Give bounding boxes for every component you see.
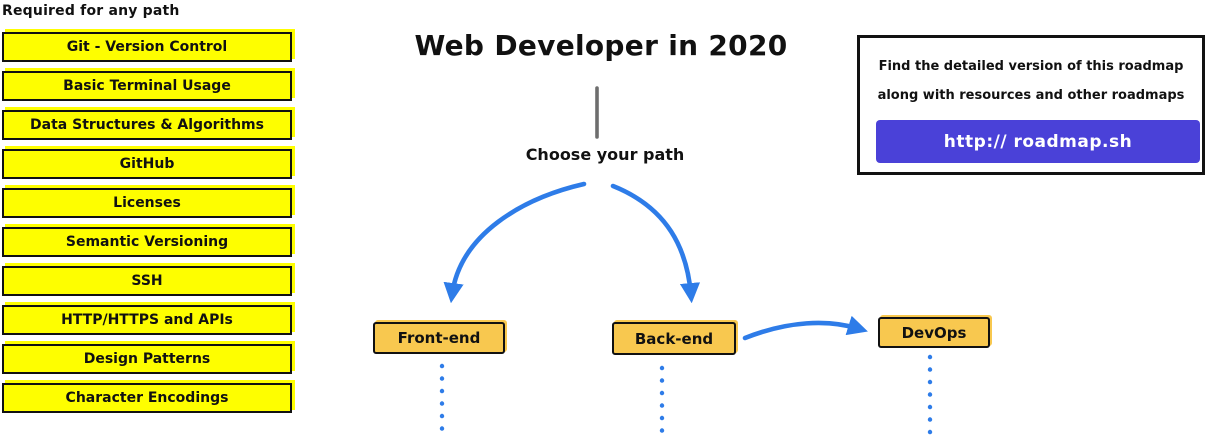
roadmap-url-button[interactable]: http:// roadmap.sh <box>876 120 1200 163</box>
info-line-1: Find the detailed version of this roadma… <box>878 59 1184 74</box>
topic-character-encodings[interactable]: Character Encodings <box>2 383 292 413</box>
topic-design-patterns[interactable]: Design Patterns <box>2 344 292 374</box>
path-node-devops[interactable]: DevOps <box>878 317 990 348</box>
topic-licenses[interactable]: Licenses <box>2 188 292 218</box>
topic-data-structures-algorithms[interactable]: Data Structures & Algorithms <box>2 110 292 140</box>
path-node-backend[interactable]: Back-end <box>612 322 736 355</box>
panel-heading: Required for any path <box>2 3 180 19</box>
topic-http-https-apis[interactable]: HTTP/HTTPS and APIs <box>2 305 292 335</box>
arrow-choose-to-backend <box>610 183 701 304</box>
topic-ssh[interactable]: SSH <box>2 266 292 296</box>
roadmap-info-box: Find the detailed version of this roadma… <box>857 35 1205 175</box>
choose-your-path-label: Choose your path <box>525 145 685 164</box>
topic-semantic-versioning[interactable]: Semantic Versioning <box>2 227 292 257</box>
required-for-any-path-panel: Required for any path Git - Version Cont… <box>2 3 292 413</box>
page-title: Web Developer in 2020 <box>414 29 788 62</box>
topic-list: Git - Version Control Basic Terminal Usa… <box>2 32 292 413</box>
topic-git-version-control[interactable]: Git - Version Control <box>2 32 292 62</box>
arrow-choose-to-frontend <box>443 181 587 304</box>
topic-basic-terminal-usage[interactable]: Basic Terminal Usage <box>2 71 292 101</box>
info-line-2: along with resources and other roadmaps <box>877 88 1185 103</box>
arrow-backend-to-devops <box>742 315 868 341</box>
topic-github[interactable]: GitHub <box>2 149 292 179</box>
path-node-frontend[interactable]: Front-end <box>373 322 505 354</box>
